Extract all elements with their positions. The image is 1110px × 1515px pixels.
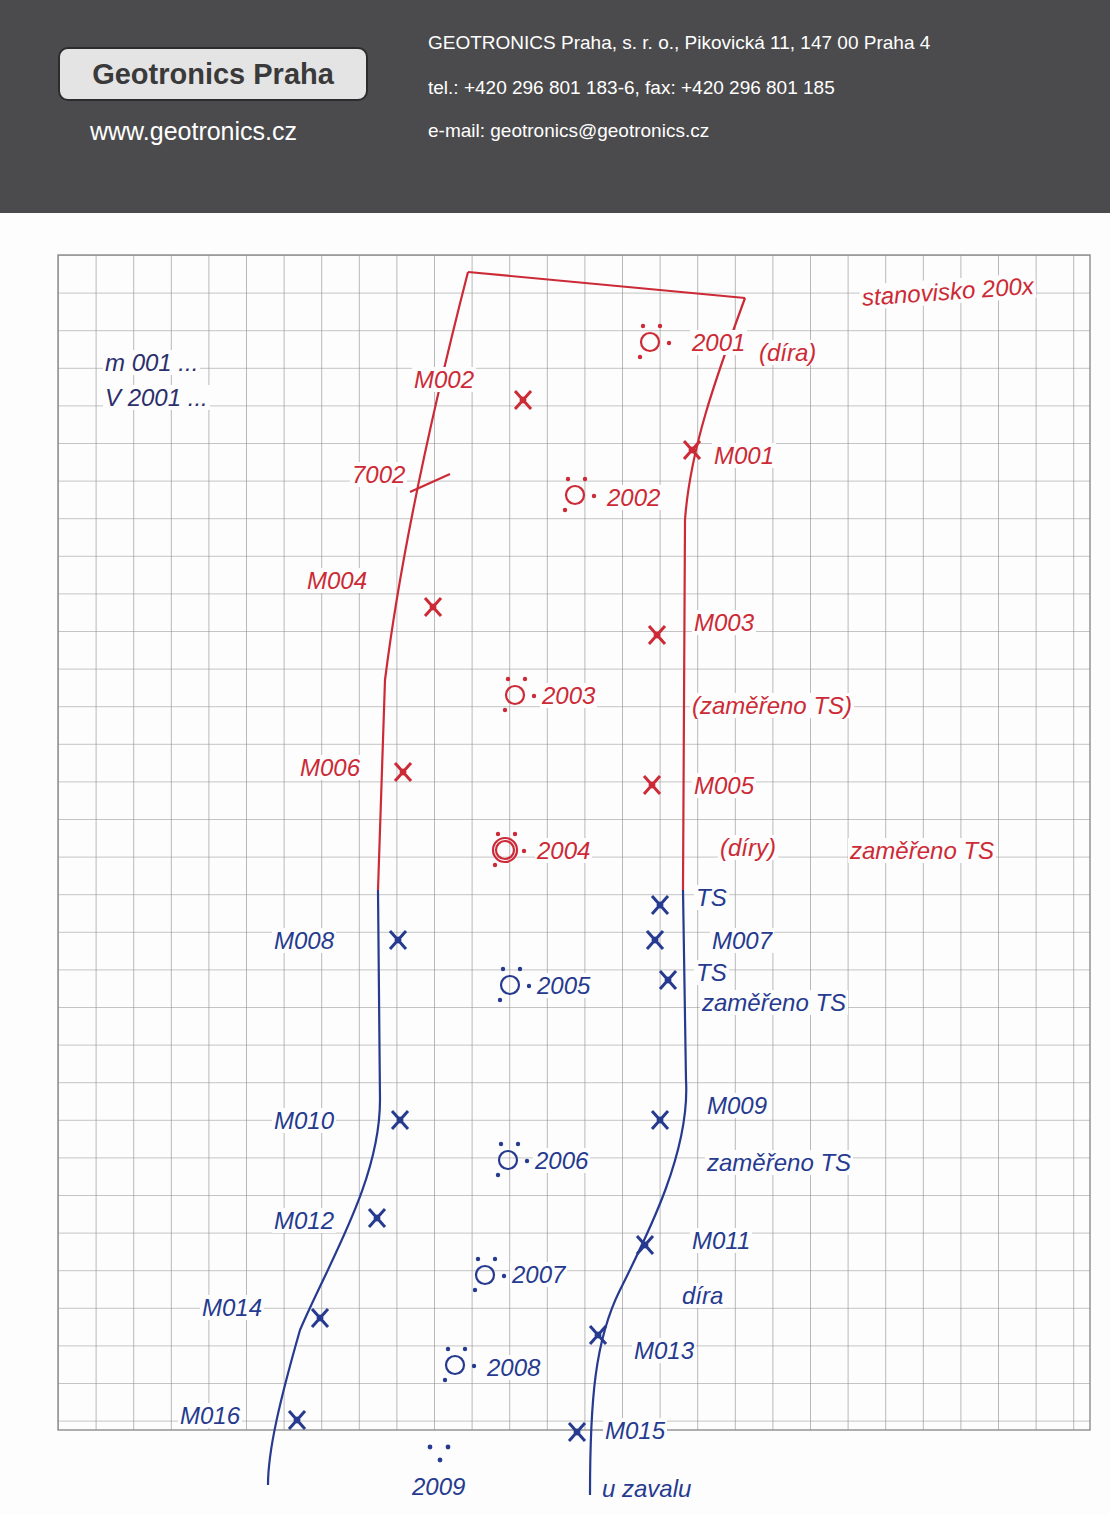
point-label: M008 bbox=[272, 928, 336, 953]
point-label: M011 bbox=[690, 1228, 752, 1253]
numbering-note: V 2001 ... bbox=[103, 385, 210, 410]
grid-paper bbox=[58, 255, 1090, 1430]
point-note: zaměřeno TS bbox=[700, 990, 848, 1015]
survey-marks-red bbox=[395, 324, 700, 867]
company-address: GEOTRONICS Praha, s. r. o., Pikovická 11… bbox=[428, 33, 930, 53]
point-label: 2005 bbox=[535, 973, 592, 998]
point-label: 2007 bbox=[510, 1262, 567, 1287]
logo-box: Geotronics Praha bbox=[58, 47, 368, 101]
point-label: M012 bbox=[272, 1208, 336, 1233]
point-label: M004 bbox=[305, 568, 369, 593]
point-label: M009 bbox=[705, 1093, 769, 1118]
point-label: 2006 bbox=[533, 1148, 590, 1173]
point-label: 2008 bbox=[485, 1355, 542, 1380]
point-label: M015 bbox=[603, 1418, 667, 1443]
point-label: M006 bbox=[298, 755, 362, 780]
point-note: zaměřeno TS bbox=[848, 838, 996, 863]
point-label: 2002 bbox=[605, 485, 662, 510]
numbering-note: m 001 ... bbox=[103, 350, 200, 375]
point-note: (díra) bbox=[757, 340, 818, 365]
point-note: díra bbox=[680, 1283, 725, 1308]
point-label: M007 bbox=[710, 928, 774, 953]
point-label: 2003 bbox=[540, 683, 597, 708]
station-label: TS bbox=[694, 885, 729, 910]
point-label: 7002 bbox=[350, 462, 407, 487]
point-label: 2001 bbox=[690, 330, 747, 355]
point-label: M001 bbox=[712, 443, 776, 468]
station-label: TS bbox=[694, 960, 729, 985]
point-label: M005 bbox=[692, 773, 756, 798]
point-note: (díry) bbox=[718, 835, 778, 860]
point-label: M016 bbox=[178, 1403, 242, 1428]
company-phone: tel.: +420 296 801 183-6, fax: +420 296 … bbox=[428, 78, 835, 98]
point-label: M014 bbox=[200, 1295, 264, 1320]
point-label: M010 bbox=[272, 1108, 336, 1133]
logo-text: Geotronics Praha bbox=[92, 58, 334, 91]
point-note: zaměřeno TS bbox=[705, 1150, 853, 1175]
website: www.geotronics.cz bbox=[90, 118, 297, 144]
tunnel-outline-blue bbox=[268, 890, 686, 1495]
point-label: M002 bbox=[412, 367, 476, 392]
point-label: 2009 bbox=[410, 1474, 467, 1499]
point-label: M003 bbox=[692, 610, 756, 635]
point-note: (zaměřeno TS) bbox=[690, 693, 854, 718]
letterhead-band bbox=[0, 0, 1110, 213]
survey-marks-blue bbox=[289, 896, 676, 1462]
tunnel-outline-red bbox=[378, 272, 745, 890]
point-label: 2004 bbox=[535, 838, 592, 863]
point-label: M013 bbox=[632, 1338, 696, 1363]
company-email: e-mail: geotronics@geotronics.cz bbox=[428, 121, 709, 141]
point-note: u zavalu bbox=[600, 1476, 693, 1501]
